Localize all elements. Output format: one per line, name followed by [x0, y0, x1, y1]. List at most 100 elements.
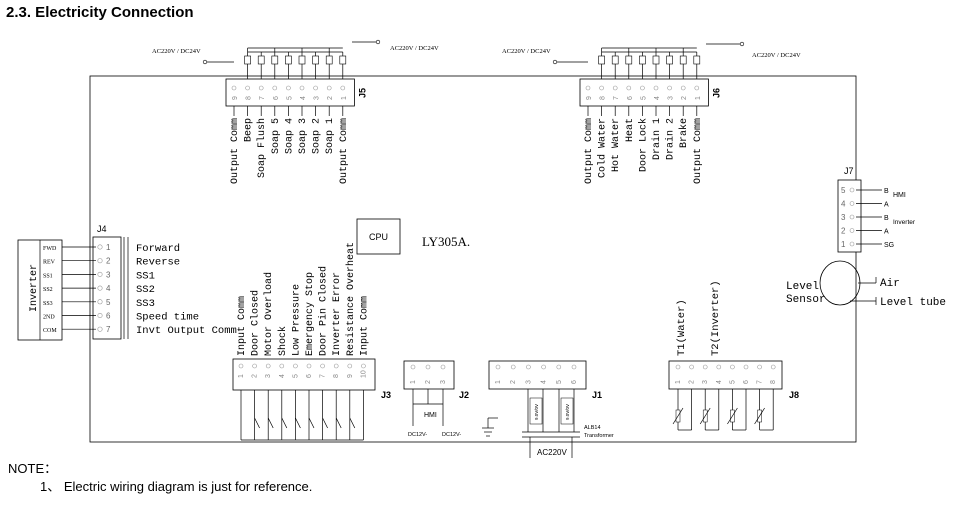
connector-body: [225, 78, 355, 107]
pin-number: 4: [654, 96, 661, 100]
signal-label: T1(Water): [676, 299, 688, 356]
pin-number: 2: [689, 380, 696, 384]
wire: [349, 417, 356, 429]
signal-label: Soap Flush: [256, 118, 268, 178]
wire: [672, 407, 684, 425]
relay-contact: [598, 55, 605, 65]
wire: [335, 417, 342, 429]
pin-number: 6: [273, 96, 280, 100]
mains-label: AC220V: [537, 448, 567, 457]
pin-number: 4: [279, 374, 286, 378]
signal-label: Reverse: [136, 257, 180, 269]
relay-contact: [679, 55, 687, 65]
pin-hole: [680, 85, 686, 91]
wire: [754, 407, 765, 425]
pin-number: 7: [106, 325, 111, 334]
pin-hole: [97, 244, 103, 250]
pin-number: 6: [571, 380, 578, 384]
pin-hole: [97, 258, 103, 264]
pin-hole: [410, 364, 416, 370]
pin-number: 2: [510, 380, 517, 384]
pin-number: 1: [675, 380, 682, 384]
pin-number: 7: [613, 96, 620, 100]
pin-number: 2: [106, 257, 111, 266]
pin-hole: [313, 85, 318, 91]
pin-number: 4: [106, 284, 111, 293]
terminal: [552, 59, 558, 65]
connector-body: [403, 360, 455, 390]
pin-number: 7: [757, 380, 764, 384]
pin-number: 9: [586, 96, 593, 100]
signal-label: T2(Inverter): [710, 280, 722, 356]
pin-number: 5: [556, 380, 563, 384]
wire: [281, 417, 288, 429]
connector-body: [232, 358, 376, 391]
pin-number: 9: [232, 96, 239, 100]
pin-number: 5: [106, 298, 111, 307]
pin-number: 4: [300, 96, 307, 100]
pin-hole: [97, 285, 103, 291]
signal-label: Low Pressure: [291, 284, 302, 356]
level-sensor-ellipse: [819, 260, 861, 306]
pin-hole: [238, 363, 244, 369]
connector-name: J6: [711, 88, 721, 98]
page-title: 2.3. Electricity Connection: [6, 4, 194, 21]
terminal: [739, 41, 745, 47]
pin-hole: [258, 85, 264, 91]
pin-number: 5: [729, 380, 736, 384]
pcb-outline: [89, 75, 857, 443]
connector-name: J2: [459, 390, 469, 400]
pin-number: 7: [259, 96, 266, 100]
pin-hole: [272, 85, 278, 91]
pin-hole: [667, 85, 672, 91]
pin-number: 3: [841, 213, 846, 222]
signal-label: Inverter Error: [332, 272, 343, 356]
pin-number: 3: [702, 380, 709, 384]
pin-hole: [440, 364, 446, 370]
connector-body: [92, 236, 122, 340]
pin-number: 3: [525, 380, 532, 384]
signal-label: Invt Output Comm: [136, 325, 237, 337]
connector-body: [488, 360, 587, 390]
pin-hole: [675, 364, 681, 370]
group-label: Inverter: [893, 219, 916, 226]
pin-number: 8: [770, 380, 777, 384]
dc-label: DC12V-: [408, 432, 427, 438]
relay-contact: [639, 55, 646, 65]
signal-label: SS3: [136, 298, 155, 310]
signal-label: Drain 1: [651, 118, 663, 160]
pin-number: 2: [252, 374, 259, 378]
note-label: NOTE：: [8, 461, 58, 476]
signal-label: SG: [884, 242, 894, 249]
relay-contact: [285, 55, 292, 65]
signal-label: Output Comm: [339, 118, 350, 184]
board-model: LY305A.: [422, 234, 470, 249]
pin-hole: [326, 85, 332, 91]
coil-label: 9.0V/0V: [534, 404, 539, 420]
pin-hole: [849, 228, 855, 233]
pin-number: 8: [333, 374, 340, 378]
level-sensor-label-line2: Sensor: [786, 294, 826, 306]
relay-contact: [244, 55, 251, 65]
signal-label: Output Comm: [693, 118, 704, 184]
inverter-terminal: COM: [43, 328, 57, 334]
signal-label: Door Closed: [250, 290, 262, 356]
signal-label: Input Comm: [359, 296, 370, 356]
pin-hole: [97, 299, 103, 305]
power-label-j6-right: AC220V / DC24V: [752, 52, 801, 59]
pin-number: 2: [425, 380, 432, 384]
pin-hole: [757, 364, 762, 370]
signal-label: Beep: [244, 118, 255, 142]
signal-label: Cold Water: [597, 118, 609, 178]
pin-number: 1: [841, 240, 846, 249]
relay-contact: [625, 55, 633, 65]
pin-hole: [320, 363, 325, 369]
level-sensor: Level Sensor Air Level tube: [786, 260, 946, 309]
pin-hole: [849, 214, 855, 220]
coil: [560, 397, 574, 425]
pin-number: 1: [410, 380, 417, 384]
